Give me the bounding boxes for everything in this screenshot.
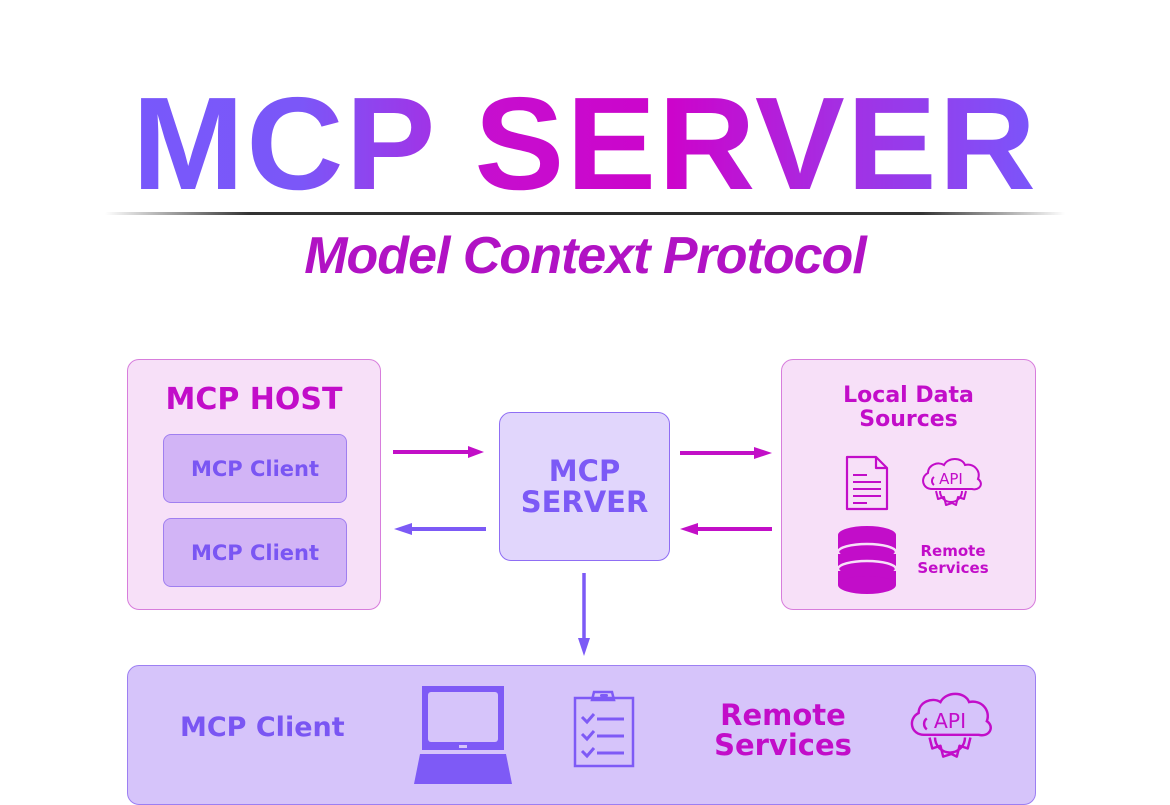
local-data-sources-panel: Local Data Sources API Remote Services [781, 359, 1036, 610]
checklist-clipboard-icon [573, 690, 635, 768]
local-data-sources-title: Local Data Sources [782, 383, 1035, 433]
mcp-server-box: MCP SERVER [499, 412, 670, 561]
title-server: SERVER [474, 70, 1038, 217]
server-label-line1: MCP [548, 454, 621, 489]
local-remote-services-label: Remote Services [908, 543, 998, 576]
mcp-client-box: MCP Client [163, 434, 347, 503]
bottom-client-label: MCP Client [180, 712, 345, 743]
arrow-server-to-local [680, 447, 772, 459]
remote-line2: Services [917, 558, 989, 577]
remote-line1: Remote [920, 542, 986, 560]
mcp-host-panel: MCP HOST MCP Client MCP Client [127, 359, 381, 610]
mcp-client-box: MCP Client [163, 518, 347, 587]
server-label-line2: SERVER [520, 484, 649, 519]
arrow-local-to-server [680, 523, 772, 535]
api-cloud-gear-icon: API [910, 692, 992, 758]
document-icon [845, 455, 889, 511]
api-cloud-gear-icon: API [922, 458, 982, 506]
arrow-host-to-server [393, 446, 484, 458]
laptop-icon [414, 686, 512, 784]
svg-text:API: API [934, 709, 966, 733]
arrows-layer [393, 446, 772, 656]
subtitle: Model Context Protocol [304, 227, 867, 285]
svg-text:API: API [939, 470, 963, 488]
bottom-remote-line1: Remote [720, 698, 846, 732]
bottom-remote-services-label: Remote Services [708, 698, 858, 762]
bottom-remote-line2: Services [714, 727, 852, 762]
main-title: MCP SERVER [0, 78, 1170, 210]
local-title-line1: Local Data [843, 383, 974, 408]
title-divider [105, 212, 1065, 215]
arrow-server-to-host [394, 523, 486, 535]
database-icon [837, 526, 897, 594]
local-title-line2: Sources [859, 407, 958, 433]
title-mcp: MCP [132, 70, 435, 217]
mcp-host-title: MCP HOST [165, 382, 343, 417]
arrow-server-to-bottom-client [578, 573, 590, 656]
